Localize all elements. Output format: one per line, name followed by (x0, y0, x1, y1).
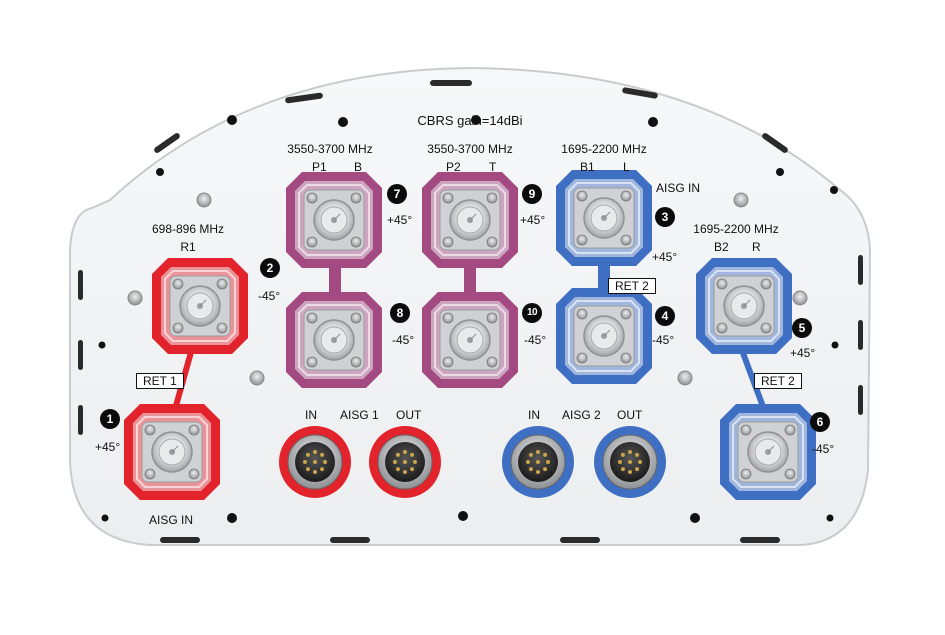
port-9-pol: +45° (520, 213, 546, 227)
connector-2 (152, 258, 248, 354)
port-3-pol: +45° (652, 250, 678, 264)
p2-sub-b: T (489, 160, 497, 174)
b2-sub-a: B2 (714, 240, 729, 254)
port-1-pol: +45° (95, 440, 121, 454)
connector-10 (422, 292, 518, 388)
aisg1-out-label: OUT (396, 408, 422, 422)
p2-sub-a: P2 (446, 160, 461, 174)
b1-freq-label: 1695-2200 MHz (561, 142, 647, 156)
aisg1-name-label: AISG 1 (340, 408, 379, 422)
port-4-badge: 4 (655, 306, 675, 326)
aisg2-in-connector (502, 426, 574, 498)
port-8-badge: 8 (390, 303, 410, 323)
aisg2-name-label: AISG 2 (562, 408, 601, 422)
p1-sub-b: B (354, 160, 363, 174)
aisg1-out-connector (369, 426, 441, 498)
port-5-badge: 5 (792, 318, 812, 338)
gain-label: CBRS gain=14dBi (417, 113, 523, 128)
aisg1-in-label: IN (305, 408, 317, 422)
vent-slots (78, 80, 863, 543)
b1-sub-b: L (623, 160, 630, 174)
ret-2a-label: RET 2 (608, 278, 656, 294)
screws (127, 192, 808, 386)
p2-freq-label: 3550-3700 MHz (427, 142, 513, 156)
r1-freq-label: 698-896 MHz (151, 222, 225, 236)
aisg-in-bottom-label: AISG IN (149, 513, 194, 527)
port-8-pol: -45° (392, 333, 415, 347)
port-10-pol: -45° (524, 333, 547, 347)
b1-sub-a: B1 (580, 160, 595, 174)
connector-5 (696, 258, 792, 354)
ret-1-label: RET 1 (136, 373, 184, 389)
port-10-badge: 10 (522, 303, 542, 323)
p1-sub-a: P1 (312, 160, 327, 174)
r1-sub-label: R1 (180, 240, 196, 254)
port-3-badge: 3 (655, 207, 675, 227)
port-7-pol: +45° (387, 213, 413, 227)
connector-7 (286, 172, 382, 268)
p1-freq-label: 3550-3700 MHz (287, 142, 373, 156)
port-2-badge: 2 (260, 258, 280, 278)
connector-9 (422, 172, 518, 268)
b2-freq-label: 1695-2200 MHz (693, 222, 779, 236)
connector-3 (556, 170, 652, 266)
aisg2-out-connector (594, 426, 666, 498)
port-2-pol: -45° (258, 289, 281, 303)
port-7-badge: 7 (387, 184, 407, 204)
port-1-badge: 1 (100, 409, 120, 429)
port-5-pol: +45° (790, 346, 816, 360)
mount-holes (98, 115, 839, 523)
aisg2-in-label: IN (528, 408, 540, 422)
aisg1-in-connector (279, 426, 351, 498)
connector-4 (556, 288, 652, 384)
connector-8 (286, 292, 382, 388)
port-4-pol: -45° (652, 333, 675, 347)
connector-1 (124, 404, 220, 500)
connector-6 (720, 404, 816, 500)
b2-sub-b: R (752, 240, 761, 254)
aisg2-out-label: OUT (617, 408, 643, 422)
port-9-badge: 9 (522, 184, 542, 204)
port-6-pol: -45° (812, 442, 835, 456)
aisg-in-top-label: AISG IN (656, 181, 701, 195)
ret-2b-label: RET 2 (754, 373, 802, 389)
port-6-badge: 6 (810, 412, 830, 432)
plates (124, 170, 816, 500)
